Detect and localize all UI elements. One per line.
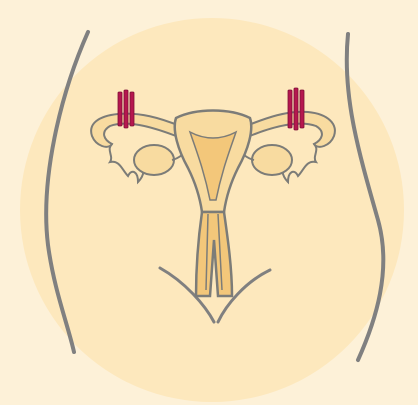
tube-clip-left: [118, 90, 134, 128]
clip-bar: [124, 90, 128, 128]
clip-bar: [300, 90, 304, 128]
clip-bar: [130, 92, 134, 126]
clip-bar: [294, 88, 298, 130]
clip-bar: [288, 90, 292, 128]
tube-clip-right: [288, 88, 304, 130]
ovary-right: [252, 145, 292, 175]
clip-bar: [118, 92, 122, 126]
ovary-left: [134, 145, 174, 175]
